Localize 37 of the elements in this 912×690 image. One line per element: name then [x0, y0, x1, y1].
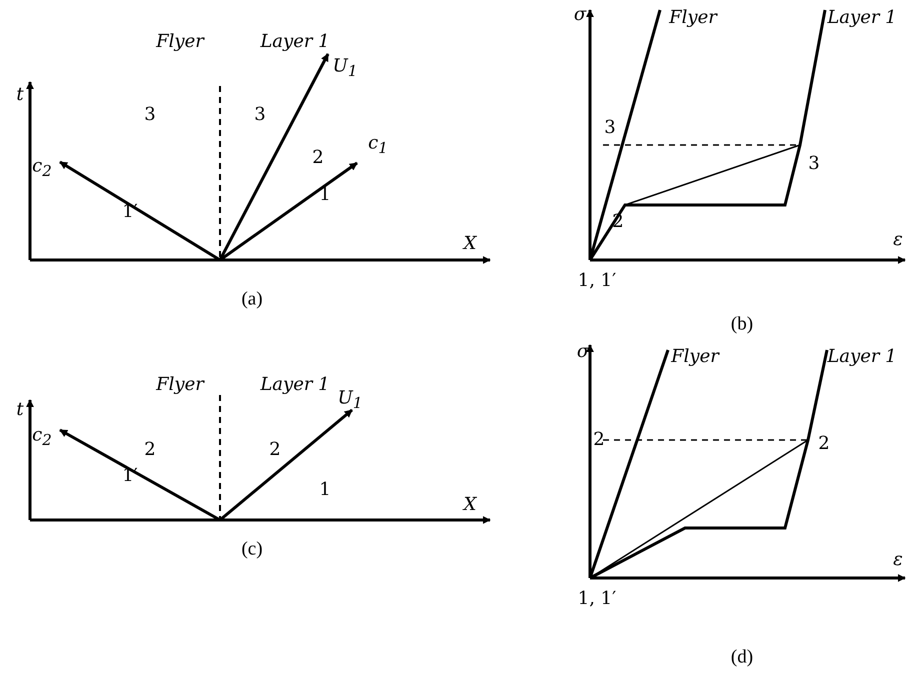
region-label: 3 — [144, 105, 156, 125]
material-label: Layer 1 — [260, 375, 330, 395]
panel-label: (d) — [730, 648, 754, 668]
state-label: 2 — [593, 430, 605, 450]
region-label: 2 — [312, 148, 324, 168]
axis-label: t — [16, 400, 24, 420]
panel-label: (c) — [241, 540, 263, 560]
axis-label: X — [464, 495, 476, 515]
wave-label: c$_{2}$ — [32, 156, 52, 180]
region-label: 1 — [319, 480, 331, 500]
axis-label: t — [16, 85, 24, 105]
wave-label: c$_{2}$ — [32, 425, 52, 449]
state-label: 3 — [808, 154, 820, 174]
axis-label: X — [464, 234, 476, 254]
wave-label: c$_{1}$ — [368, 133, 388, 157]
region-label: 3 — [254, 105, 266, 125]
state-label: 1, 1′ — [578, 589, 616, 609]
axis-label: σ — [574, 5, 586, 25]
state-label: 1, 1′ — [578, 271, 616, 291]
material-label: Flyer — [156, 375, 204, 395]
material-label: Flyer — [156, 32, 204, 52]
region-label: 2 — [269, 440, 281, 460]
material-label: Layer 1 — [827, 8, 897, 28]
state-label: 2 — [818, 434, 830, 454]
axis-label: ε — [893, 230, 903, 250]
region-label: 2 — [144, 440, 156, 460]
material-label: Layer 1 — [827, 347, 897, 367]
material-label: Flyer — [671, 347, 719, 367]
wave-label: U$_{1}$ — [332, 56, 358, 80]
panel-label: (a) — [241, 290, 263, 310]
axis-label: σ — [576, 342, 590, 362]
wave-label: U$_{1}$ — [338, 388, 362, 412]
panel-label: (b) — [730, 314, 754, 336]
state-label: 3 — [604, 118, 616, 138]
material-label: Layer 1 — [260, 32, 330, 52]
axis-label: ε — [893, 550, 903, 570]
material-label: Flyer — [669, 8, 717, 28]
